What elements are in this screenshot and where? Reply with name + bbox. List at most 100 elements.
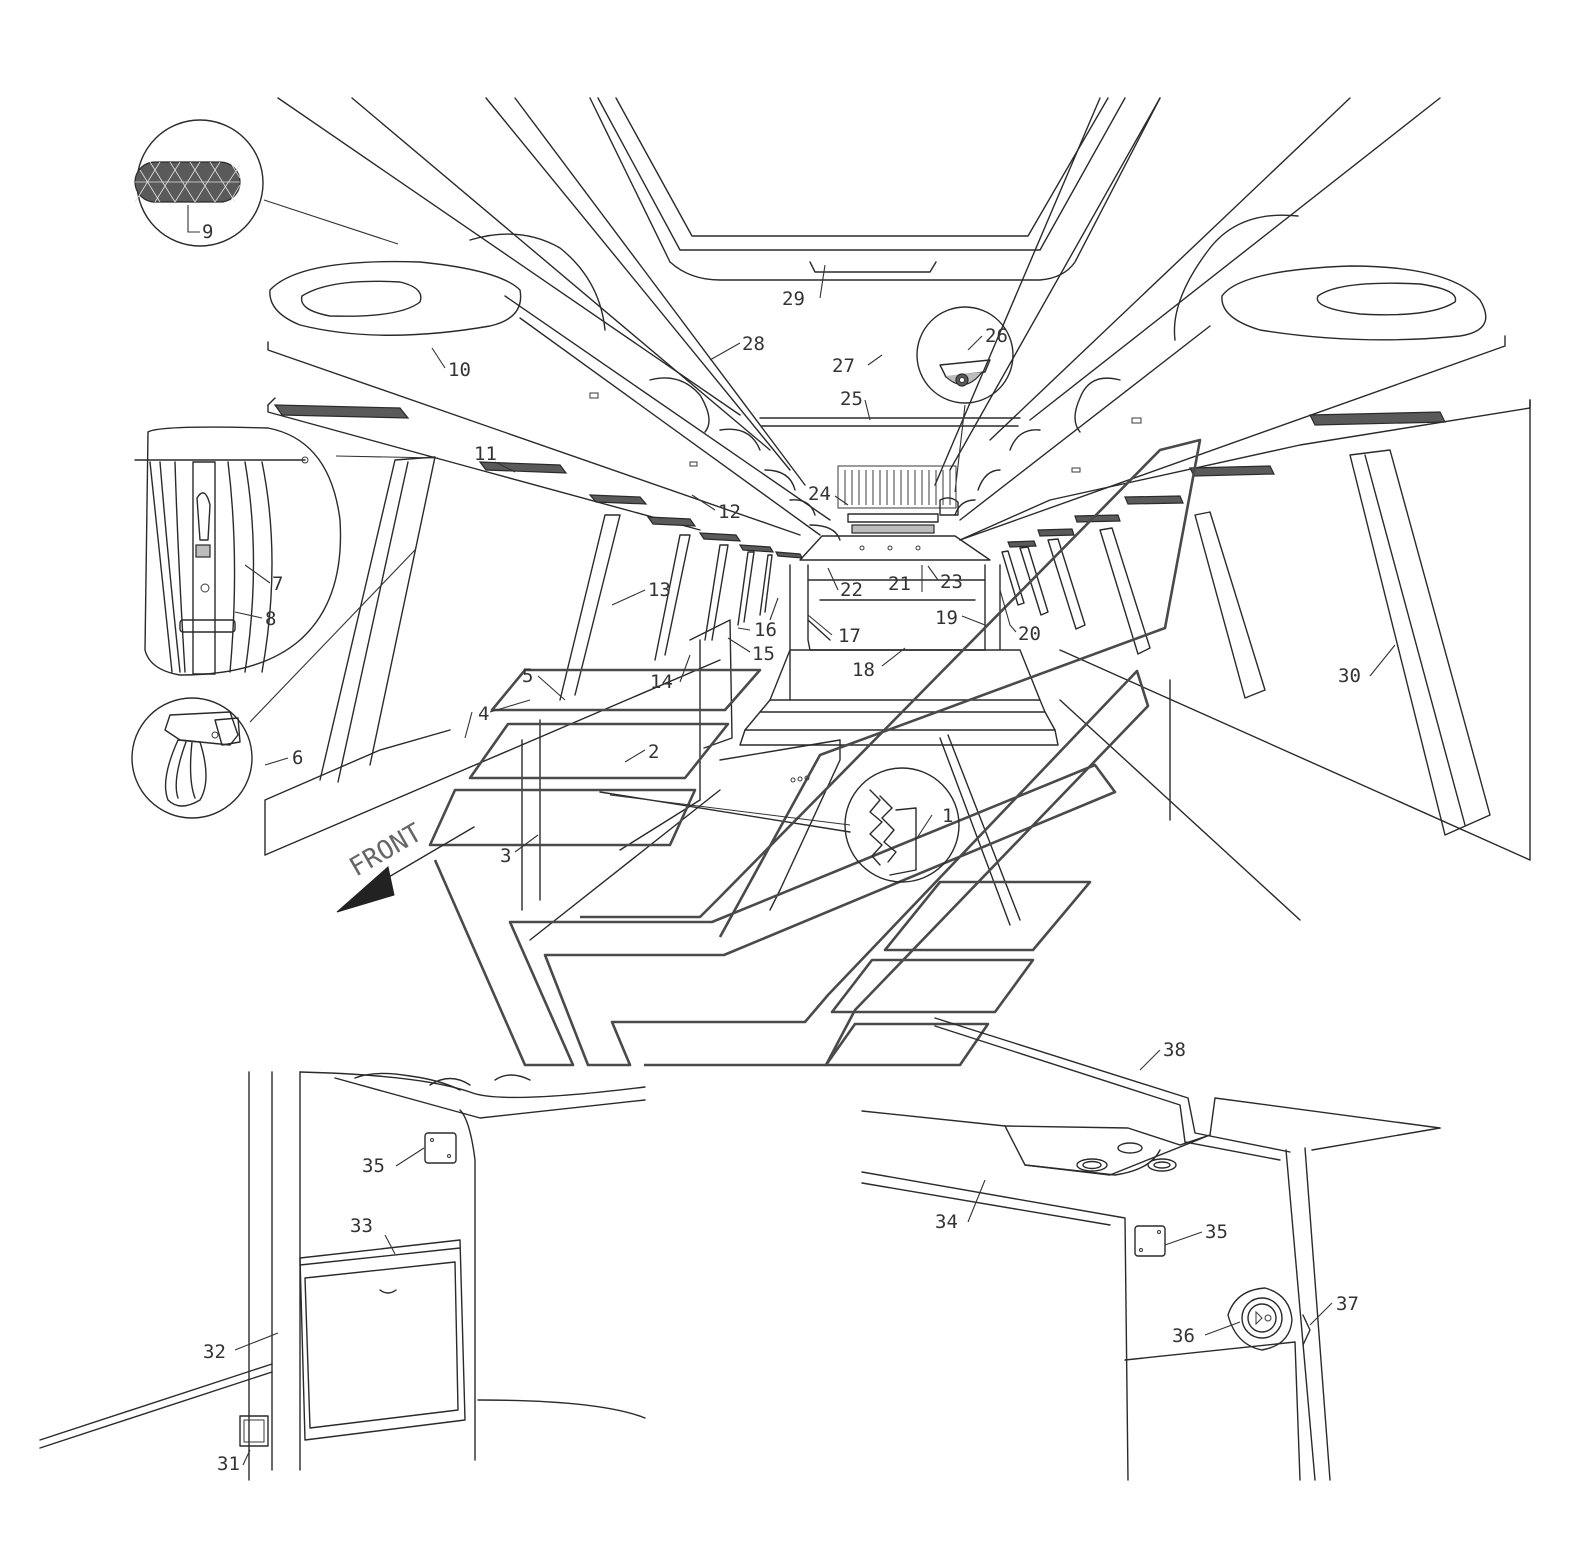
label-13: 13: [648, 579, 671, 601]
front-direction-arrow: FRONT: [336, 818, 475, 913]
callout-2: 2: [624, 741, 659, 763]
label-19: 19: [935, 607, 958, 629]
left-luggage-rack: [267, 233, 841, 541]
label-38: 38: [1163, 1039, 1186, 1061]
callout-24: 24: [808, 483, 849, 506]
callout-labels: 1 2 3 4 5 6 7 8 9 10 11 12 13 14 15 16 1…: [187, 205, 1396, 1475]
label-20: 20: [1018, 623, 1041, 645]
callout-30: 30: [1338, 644, 1396, 687]
label-2: 2: [648, 741, 659, 763]
right-side-windows: [1001, 399, 1531, 921]
label-5: 5: [522, 665, 533, 687]
callout-36: 36: [1172, 1321, 1241, 1347]
detail-speaker-grille: [134, 119, 399, 247]
label-25: 25: [840, 388, 863, 410]
callout-6: 6: [264, 747, 303, 769]
callout-15: 15: [727, 637, 775, 665]
bottom-left-view: [39, 1071, 646, 1481]
callout-17: 17: [807, 614, 861, 647]
left-air-vents: [273, 392, 804, 559]
label-23: 23: [940, 571, 963, 593]
detail-curtain: [134, 426, 439, 676]
label-28: 28: [742, 333, 765, 355]
callout-34: 34: [935, 1179, 986, 1233]
label-32: 32: [203, 1341, 226, 1363]
label-9: 9: [202, 221, 213, 243]
bottom-right-view: [861, 1017, 1441, 1481]
label-30: 30: [1338, 665, 1361, 687]
label-6: 6: [292, 747, 303, 769]
right-luggage-rack: [954, 214, 1531, 541]
label-14: 14: [650, 671, 673, 693]
callout-3: 3: [500, 834, 539, 867]
label-3: 3: [500, 845, 511, 867]
label-10: 10: [448, 359, 471, 381]
callout-4: 4: [464, 699, 531, 739]
roof-structure: [277, 97, 1441, 486]
callout-35b: 35: [1164, 1221, 1228, 1246]
label-12: 12: [718, 501, 741, 523]
label-31: 31: [217, 1453, 240, 1475]
label-36: 36: [1172, 1325, 1195, 1347]
right-air-vents: [1007, 411, 1446, 548]
callout-25: 25: [840, 388, 871, 421]
front-arrow-head-icon: [336, 866, 395, 913]
callout-20: 20: [999, 589, 1041, 645]
label-35-right: 35: [1205, 1221, 1228, 1243]
callout-35a: 35: [362, 1147, 425, 1177]
detail-seat-belt: [131, 549, 416, 819]
callout-33: 33: [350, 1215, 396, 1255]
callout-5: 5: [522, 665, 566, 701]
label-37: 37: [1336, 1293, 1359, 1315]
callout-9: 9: [187, 205, 213, 243]
callout-37: 37: [1309, 1293, 1359, 1326]
callout-12: 12: [691, 494, 741, 523]
label-21: 21: [888, 573, 911, 595]
callout-28: 28: [709, 333, 765, 361]
label-11: 11: [474, 443, 497, 465]
callout-16: 16: [737, 597, 779, 641]
label-29: 29: [782, 288, 805, 310]
label-26: 26: [985, 325, 1008, 347]
label-17: 17: [838, 625, 861, 647]
label-15: 15: [752, 643, 775, 665]
callout-23: 23: [927, 565, 963, 593]
left-side-windows: [264, 456, 773, 856]
callout-21: 21: [888, 565, 923, 595]
label-7: 7: [272, 573, 283, 595]
detail-seat-lamp: [609, 767, 960, 883]
callout-32: 32: [203, 1332, 279, 1363]
front-wall: [799, 465, 991, 561]
label-34: 34: [935, 1211, 958, 1233]
callout-26: 26: [967, 325, 1008, 351]
ac-return-grille: [844, 470, 951, 505]
callout-31: 31: [217, 1449, 251, 1475]
floor-light-strips: [428, 438, 1202, 1067]
callout-27: 27: [832, 354, 883, 377]
label-16: 16: [754, 619, 777, 641]
label-33: 33: [350, 1215, 373, 1237]
callout-7: 7: [244, 564, 283, 595]
label-35-left: 35: [362, 1155, 385, 1177]
callout-19: 19: [935, 607, 986, 629]
callout-8: 8: [234, 608, 276, 630]
label-24: 24: [808, 483, 831, 505]
callout-22: 22: [827, 567, 863, 601]
callout-29: 29: [782, 264, 826, 310]
label-1: 1: [942, 805, 953, 827]
callout-18: 18: [852, 647, 906, 681]
detail-camera: [916, 306, 1014, 493]
label-8: 8: [265, 608, 276, 630]
callout-13: 13: [611, 579, 671, 606]
label-18: 18: [852, 659, 875, 681]
label-4: 4: [478, 703, 489, 725]
callout-1: 1: [916, 805, 953, 839]
callout-11: 11: [474, 443, 516, 473]
label-27: 27: [832, 355, 855, 377]
callout-10: 10: [431, 347, 471, 381]
callout-14: 14: [650, 654, 691, 693]
skylight: [589, 97, 1161, 281]
label-22: 22: [840, 579, 863, 601]
callout-38: 38: [1139, 1039, 1186, 1071]
